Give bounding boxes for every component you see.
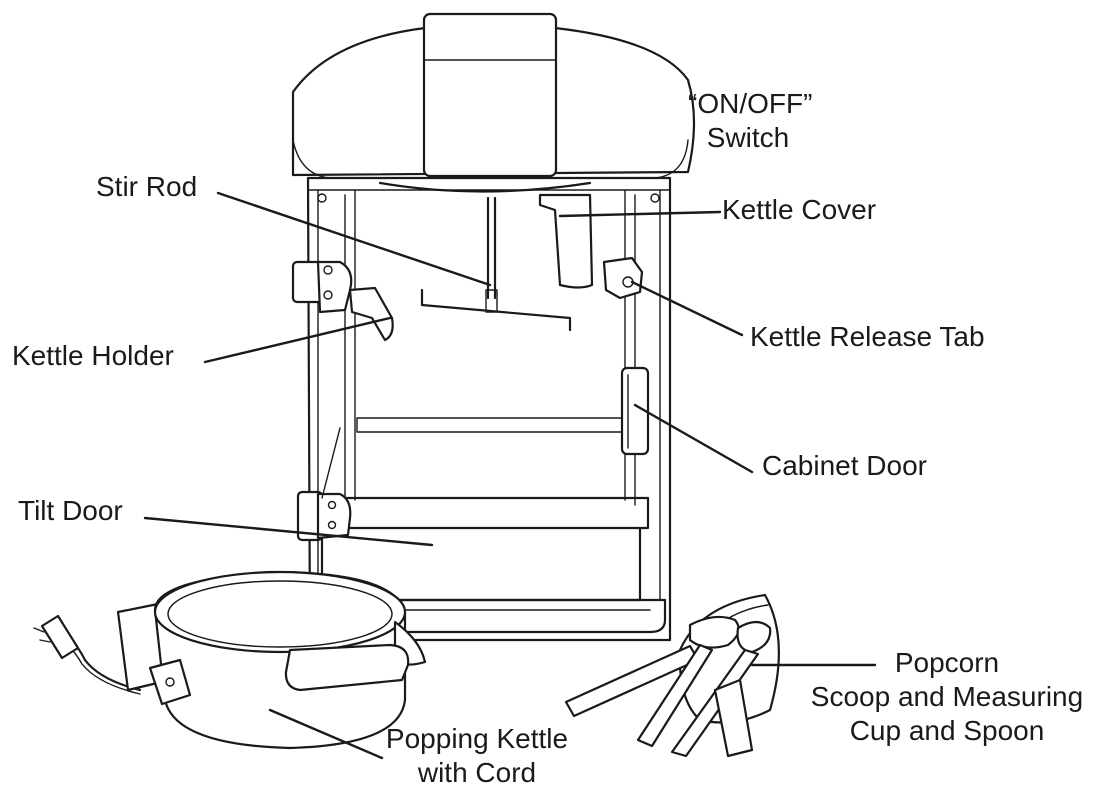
leader-kettle-holder — [203, 316, 392, 364]
label-popping-kettle: Popping Kettle with Cord — [362, 722, 592, 790]
stir-rod-part — [420, 196, 572, 332]
label-on-off-switch: “ON/OFF” Switch — [688, 87, 813, 149]
leader-kettle-release-tab — [630, 280, 744, 337]
leader-lines — [143, 191, 877, 760]
tilt-door-hinge — [296, 427, 352, 542]
scoop-and-spoon-part — [564, 593, 780, 758]
label-popcorn-scoop: Popcorn Scoop and Measuring Cup and Spoo… — [782, 646, 1112, 748]
kettle-cover-part — [378, 181, 594, 289]
kettle-release-tab-part — [602, 256, 644, 300]
label-popcorn-line1: Popcorn — [894, 647, 1000, 678]
label-popcorn-line3: Cup and Spoon — [849, 715, 1045, 746]
label-kettle-holder: Kettle Holder — [12, 340, 174, 371]
label-on-off-line2: Switch — [706, 122, 790, 149]
label-popping-kettle-line2: with Cord — [417, 757, 537, 788]
kettle-holder-part — [291, 260, 394, 342]
cabinet-door-part — [620, 366, 650, 456]
leader-cabinet-door — [633, 403, 754, 474]
label-on-off-line1: “ON/OFF” — [688, 88, 813, 119]
label-kettle-cover: Kettle Cover — [722, 194, 877, 225]
leader-kettle-cover — [558, 210, 722, 218]
label-popping-kettle-line1: Popping Kettle — [385, 723, 569, 754]
popping-kettle-part — [33, 570, 427, 750]
label-popcorn-line2: Scoop and Measuring — [810, 681, 1084, 712]
cabinet-frame — [298, 176, 672, 642]
label-stir-rod: Stir Rod — [96, 171, 198, 202]
machine-top-dome — [291, 12, 696, 179]
label-cabinet-door: Cabinet Door — [762, 450, 927, 481]
label-tilt-door: Tilt Door — [18, 495, 123, 526]
label-kettle-release-tab: Kettle Release Tab — [750, 321, 985, 352]
leader-tilt-door — [143, 516, 434, 547]
leader-popping-kettle — [268, 708, 384, 760]
leader-stir-rod — [216, 191, 492, 287]
